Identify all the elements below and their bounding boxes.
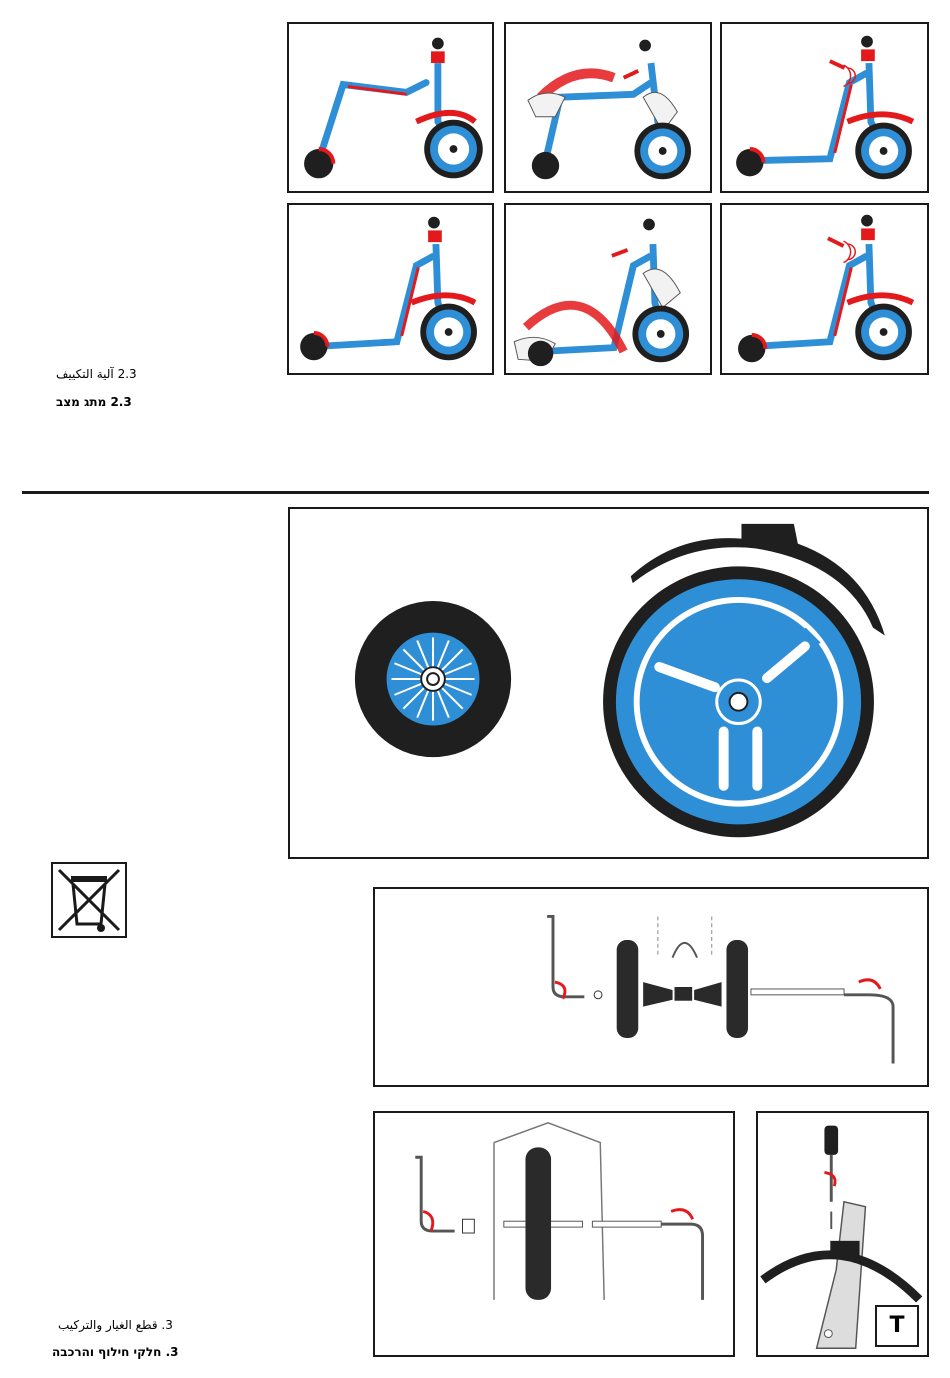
- mudguard-screw-panel: T: [756, 1111, 929, 1357]
- wheels-panel: [288, 507, 929, 859]
- step-panel-6: [720, 203, 929, 375]
- section-divider: [22, 491, 929, 494]
- screwdriver-icon: [824, 1126, 838, 1155]
- section-3-caption-hebrew: 3. חלקי חילוף והרכבה: [52, 1345, 179, 1359]
- step-panel-4: [287, 203, 494, 375]
- step-panel-5: [504, 203, 712, 375]
- weee-crossed-bin-icon: [51, 862, 127, 938]
- section-2-3-caption-arabic: 2.3 آلية التكييف: [56, 367, 137, 381]
- step-panel-2: [504, 22, 712, 193]
- section-2-3-caption-hebrew: 2.3 מתג מצב: [56, 395, 132, 409]
- torque-badge: T: [875, 1305, 919, 1347]
- front-axle-panel: [373, 1111, 735, 1357]
- wheel-set-illustration: [290, 509, 927, 857]
- step-panel-1: [287, 22, 494, 193]
- step-panel-3: [720, 22, 929, 193]
- rear-axle-panel: [373, 887, 929, 1087]
- section-3-caption-arabic: 3. قطع الغيار والتركيب: [58, 1318, 173, 1332]
